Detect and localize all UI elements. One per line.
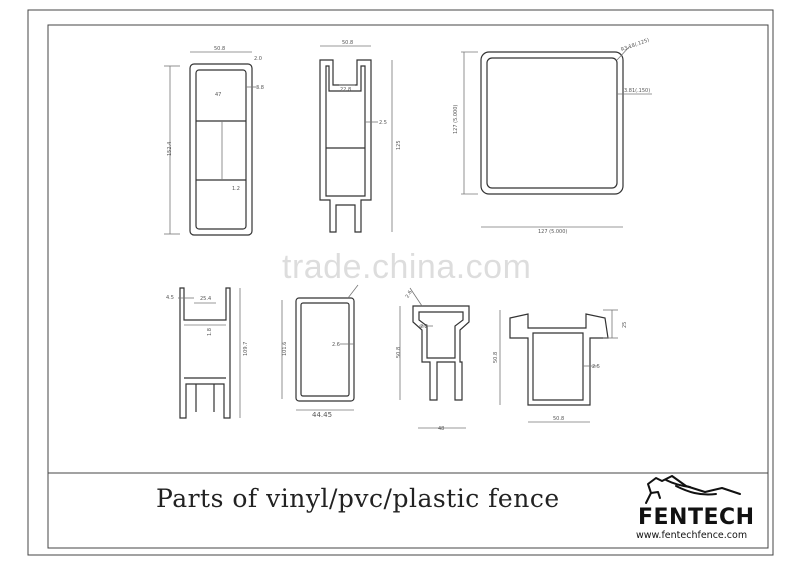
- drawing-caption: Parts of vinyl/pvc/plastic fence: [156, 484, 560, 513]
- brand-url[interactable]: www.fentechfence.com: [636, 530, 748, 541]
- dim-p7-height: 50.8: [493, 352, 499, 363]
- inner-border: [47, 24, 769, 549]
- dim-p7-a: 25: [622, 322, 628, 328]
- dim-p6-b: 2.2: [420, 324, 428, 330]
- dim-p5-wall: 2.6: [332, 342, 340, 348]
- dim-p5-width: 44.45: [312, 411, 332, 419]
- dim-p3-radius: R3.18(.125): [620, 37, 650, 53]
- dim-p3-wall: 3.81(.150): [624, 88, 650, 94]
- dim-p6-height: 50.8: [396, 347, 402, 358]
- dim-p1-a: 47: [215, 92, 221, 98]
- dim-p1-b: 3.8: [256, 85, 264, 91]
- dim-p3-side: 127 (5.000): [538, 229, 567, 235]
- horse-head-icon: [645, 475, 741, 504]
- dim-p1-c: 1.2: [232, 186, 240, 192]
- dim-p1-width: 50.8: [214, 46, 225, 52]
- profile-channel-u: [319, 45, 393, 233]
- dim-p1-wall: 2.0: [254, 56, 262, 62]
- profile-rect-tube: [281, 284, 359, 411]
- dim-p2-wall: 2.5: [379, 120, 387, 126]
- dim-p4-b: 25.4: [200, 296, 211, 302]
- dim-p6-width: 48: [438, 426, 444, 432]
- profile-t-feet: [399, 287, 470, 429]
- profile-square-post: [461, 45, 652, 228]
- dim-p2-height: 125: [396, 140, 402, 150]
- profile-h-channel: [178, 287, 241, 419]
- dim-p3-height: 127 (5.000): [453, 105, 459, 134]
- dim-p5-height: 101.6: [282, 342, 288, 356]
- brand-name: FENTECH: [638, 505, 755, 530]
- dim-p1-height: 152.4: [167, 142, 173, 156]
- dim-p2-slot: 22.8: [340, 87, 351, 93]
- dim-p7-width: 50.8: [553, 416, 564, 422]
- watermark: trade.china.com: [282, 248, 532, 286]
- dim-p2-width: 50.8: [342, 40, 353, 46]
- profile-cap-channel: [499, 309, 618, 423]
- dim-p4-c: 1.8: [207, 328, 213, 336]
- dim-p7-b: 2.5: [592, 364, 600, 370]
- dim-p6-a: 2.6: [405, 289, 414, 299]
- outer-border: [27, 9, 774, 556]
- dim-p4-height: 109.7: [243, 342, 249, 356]
- dim-p4-a: 4.5: [166, 295, 174, 301]
- profile-rail-tall: [164, 51, 258, 236]
